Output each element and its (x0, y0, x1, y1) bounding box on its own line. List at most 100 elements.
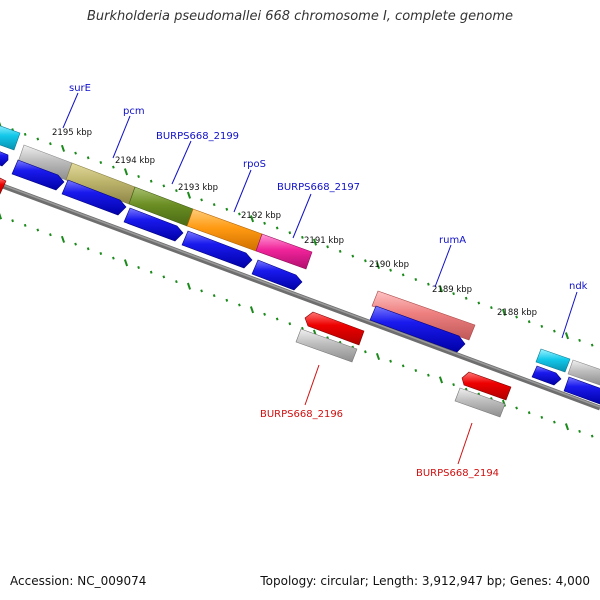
rna-arrow-left (0, 177, 7, 195)
minor-tick (464, 296, 468, 300)
minor-tick (212, 203, 216, 207)
minor-tick (162, 184, 166, 188)
minor-tick (364, 350, 367, 354)
feature-pink-2197 (255, 233, 313, 270)
minor-tick (86, 247, 90, 251)
ruler-label: 2192 kbp (241, 211, 281, 221)
major-tick (60, 235, 66, 243)
minor-tick (175, 189, 178, 193)
reverse-gene-labels: BURPS668_2196 BURPS668_2194 (260, 364, 499, 479)
ruler-label: 2189 kbp (432, 285, 472, 295)
reverse-feature-row (0, 177, 512, 418)
major-tick (564, 332, 570, 340)
inner-tick-track (0, 212, 594, 438)
ruler-label: 2191 kbp (304, 236, 344, 246)
minor-tick (326, 245, 329, 249)
ruler-label: 2188 kbp (497, 308, 537, 318)
minor-tick (590, 434, 594, 438)
minor-tick (515, 315, 518, 319)
gene-label-2199: BURPS668_2199 (156, 131, 239, 142)
label-leader (434, 244, 452, 288)
minor-tick (225, 207, 229, 211)
minor-tick (86, 156, 90, 160)
minor-tick (99, 160, 103, 165)
minor-tick (527, 320, 531, 324)
minor-tick (149, 270, 153, 274)
minor-tick (49, 142, 52, 146)
genome-summary-text: Topology: circular; Length: 3,912,947 bp… (260, 574, 590, 588)
minor-tick (162, 275, 166, 279)
minor-tick (11, 219, 14, 223)
minor-tick (99, 251, 103, 256)
minor-tick (414, 277, 418, 282)
ruler-label: 2195 kbp (52, 128, 92, 138)
forward-gene-labels: surE pcm BURPS668_2199 rpoS BURPS668_219… (62, 83, 588, 339)
major-tick (60, 144, 66, 152)
gene-label-2194: BURPS668_2194 (416, 468, 499, 479)
minor-tick (137, 174, 140, 179)
cds-arrow (531, 365, 562, 386)
ruler-label: 2193 kbp (178, 183, 218, 193)
minor-tick (288, 322, 292, 326)
minor-tick (36, 137, 40, 141)
minor-tick (553, 420, 556, 424)
major-tick (123, 168, 129, 176)
backbone (0, 182, 600, 411)
minor-tick (427, 282, 430, 286)
minor-tick (401, 364, 405, 368)
feature-salmon-ruma (371, 290, 476, 341)
minor-tick (74, 151, 77, 155)
minor-tick (212, 294, 216, 298)
label-leader (112, 115, 131, 159)
minor-tick (288, 231, 292, 235)
major-tick (438, 376, 444, 384)
major-tick (249, 306, 255, 314)
label-leader (171, 140, 192, 185)
label-leader (292, 193, 312, 239)
minor-tick (112, 256, 115, 260)
major-tick (0, 212, 3, 220)
minor-tick (364, 259, 367, 263)
major-tick (501, 308, 507, 316)
cds-arrow (0, 151, 9, 167)
cds-arrow (123, 207, 184, 242)
outer-tick-track (0, 121, 594, 347)
minor-tick (263, 221, 266, 225)
minor-tick (301, 235, 304, 239)
minor-tick (477, 301, 481, 305)
minor-tick (74, 242, 77, 246)
major-tick (186, 282, 192, 290)
minor-tick (540, 324, 544, 328)
minor-tick (590, 343, 594, 347)
minor-tick (351, 254, 355, 258)
minor-tick (389, 359, 392, 363)
minor-tick (23, 132, 27, 136)
cds-arrow (369, 305, 466, 353)
minor-tick (225, 298, 229, 302)
ruler-label: 2190 kbp (369, 260, 409, 270)
minor-tick (23, 223, 27, 227)
minor-tick (578, 338, 581, 342)
label-leader (62, 92, 79, 129)
ruler-labels: 2195 kbp 2194 kbp 2193 kbp 2192 kbp 2191… (52, 128, 537, 318)
minor-tick (515, 406, 518, 410)
minor-tick (112, 165, 115, 169)
gene-label-ndk: ndk (569, 281, 588, 292)
minor-tick (301, 326, 304, 330)
rna-arrow (461, 371, 512, 401)
cds-arrow (251, 259, 303, 291)
gene-label-sure: surE (69, 83, 91, 94)
major-tick (564, 423, 570, 431)
label-leader (561, 291, 578, 339)
minor-tick (401, 273, 405, 277)
minor-tick (490, 306, 493, 310)
major-tick (375, 352, 381, 361)
rna-arrow (304, 311, 365, 346)
major-tick (375, 261, 381, 270)
gene-label-pcm: pcm (123, 106, 145, 117)
minor-tick (452, 383, 455, 387)
gene-label-rpos: rpoS (243, 159, 266, 170)
major-tick (438, 285, 444, 293)
minor-tick (414, 368, 418, 373)
